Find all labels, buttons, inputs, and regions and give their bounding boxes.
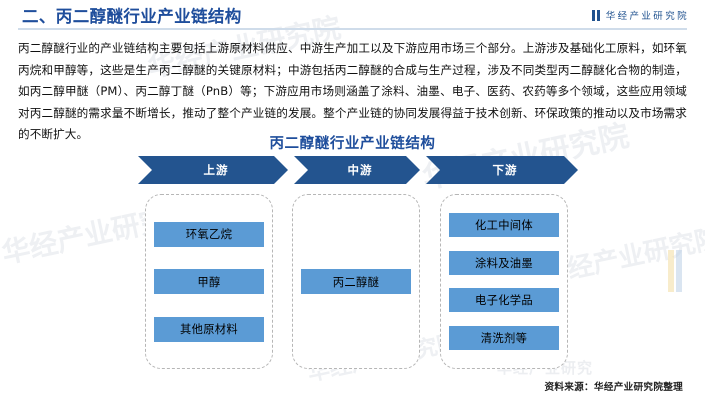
stage-label-upstream: 上游	[203, 163, 229, 177]
chip-item: 清洗剂等	[449, 326, 559, 351]
stage-box-upstream: 环氧乙烷 甲醇 其他原材料	[145, 194, 273, 369]
intro-paragraph: 丙二醇醚行业的产业链结构主要包括上游原材料供应、中游生产加工以及下游应用市场三个…	[18, 41, 687, 141]
chip-item: 环氧乙烷	[154, 221, 264, 247]
stage-label-downstream: 下游	[492, 163, 518, 177]
page-header: 二、丙二醇醚行业产业链结构 华经产业研究院	[0, 0, 705, 33]
chip-item: 电子化学品	[449, 288, 559, 313]
stage-chevron-band: 上游 中游 下游	[0, 156, 705, 186]
stage-chevron-upstream: 上游	[138, 156, 288, 184]
chip-item: 涂料及油墨	[449, 250, 559, 275]
accent-bar-blue	[676, 250, 682, 292]
brand-name: 华经产业研究院	[605, 11, 689, 22]
figure-title: 丙二醇醚行业产业链结构	[269, 136, 436, 152]
stage-box-midstream: 丙二醇醚	[292, 194, 420, 369]
chip-item: 其他原材料	[154, 316, 264, 342]
chip-item: 丙二醇醚	[301, 269, 411, 294]
chip-item: 化工中间体	[449, 212, 559, 237]
stage-box-downstream: 化工中间体 涂料及油墨 电子化学品 清洗剂等	[440, 194, 568, 369]
stage-label-midstream: 中游	[347, 163, 373, 177]
page-title: 二、丙二醇醚行业产业链结构	[22, 7, 242, 26]
header-divider	[18, 28, 687, 30]
stage-chevron-midstream: 中游	[294, 156, 420, 184]
source-note: 资料来源：华经产业研究院整理	[544, 382, 683, 393]
brand-logo: 华经产业研究院	[591, 8, 689, 22]
double-bar-logo-icon	[591, 9, 601, 21]
value-chain-figure: 丙二醇醚行业产业链结构 上游 中游 下游 环氧乙烷 甲醇 其他原材料 丙二醇醚 …	[0, 132, 705, 377]
chip-item: 甲醇	[154, 269, 264, 294]
stage-chevron-downstream: 下游	[426, 156, 578, 184]
accent-bar-yellow	[668, 250, 674, 292]
